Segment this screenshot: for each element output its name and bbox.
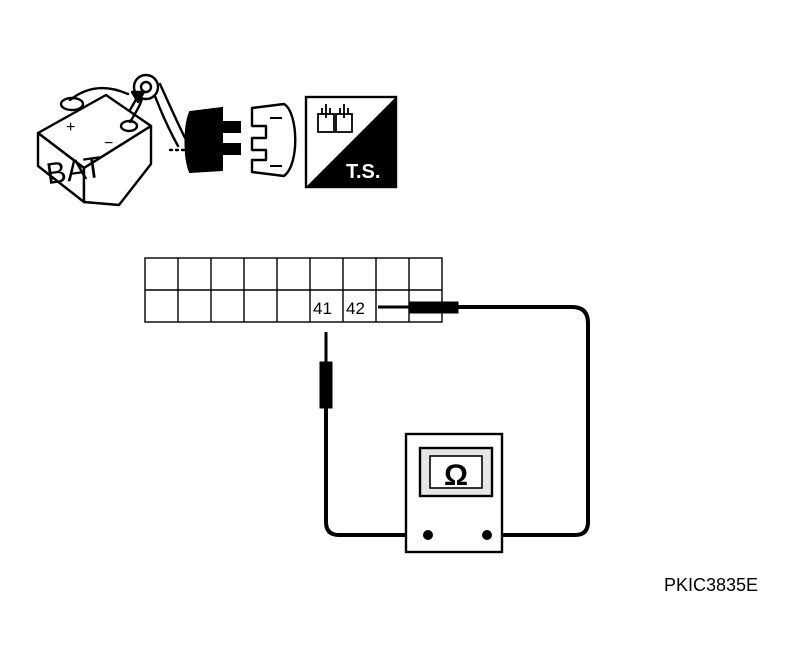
ohmmeter-display-window — [429, 455, 483, 489]
ohmmeter: Ω — [404, 432, 504, 554]
test-leads — [319, 301, 590, 537]
ohm-symbol: Ω — [444, 459, 468, 492]
probe-41-handle — [319, 361, 333, 409]
female-connector-icon — [250, 102, 297, 178]
tester-icon-diagonal — [306, 97, 396, 187]
lead-42-wire — [458, 305, 590, 537]
probe-42-handle — [409, 301, 459, 314]
tester-icon: T.S. — [304, 95, 398, 189]
battery-minus-sign: − — [104, 135, 113, 152]
battery-plus-sign: + — [66, 119, 75, 136]
mini-connector-icon — [317, 104, 353, 133]
battery-label: BAT — [44, 151, 104, 191]
ground-cable-lead-2 — [158, 82, 188, 142]
pin-41-label: 41 — [313, 299, 332, 318]
male-connector-icon — [184, 106, 241, 174]
ohmmeter-terminal-right — [482, 530, 492, 540]
tester-icon-label: T.S. — [346, 161, 380, 183]
disconnect-arrow-head — [130, 90, 146, 104]
lead-41-wire — [324, 408, 428, 537]
battery-minus-terminal — [119, 119, 139, 133]
harness-connector-icon — [184, 102, 297, 178]
pin-42-label: 42 — [346, 299, 365, 318]
battery-front-face — [82, 124, 153, 207]
battery-disconnect-icon: + − BAT — [36, 73, 188, 207]
ohmmeter-terminal-left — [423, 530, 433, 540]
connector-face — [144, 257, 443, 323]
cable-clamp-hole — [139, 80, 153, 94]
figure-code: PKIC3835E — [664, 575, 758, 595]
battery-cable — [68, 86, 130, 102]
